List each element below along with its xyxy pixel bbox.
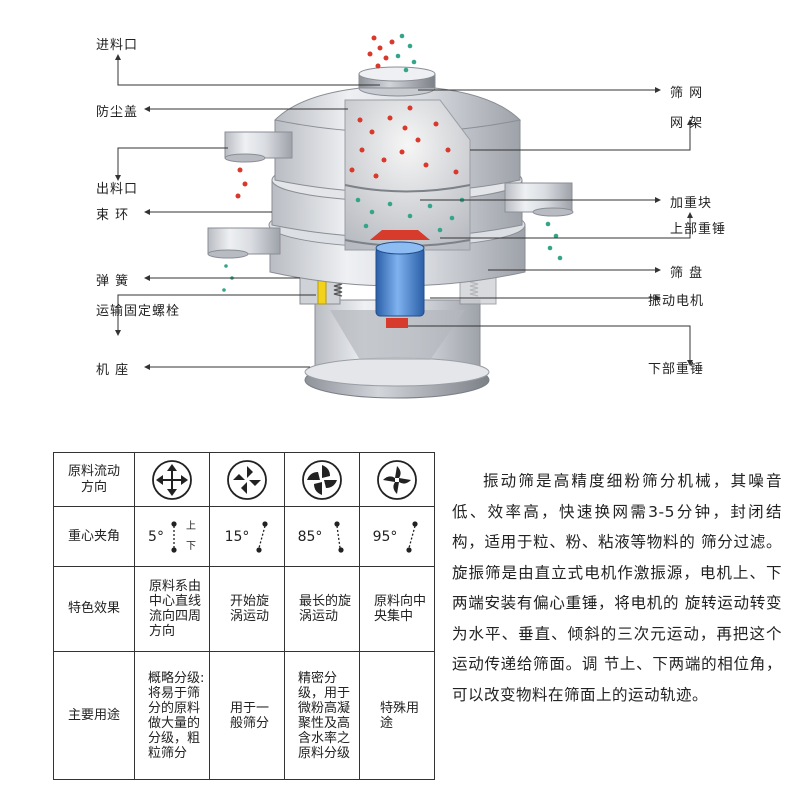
label-clamp-ring: 束 环: [96, 208, 130, 223]
row-header-effect: 特色效果: [53, 566, 135, 652]
table-row-effect: 特色效果 原料系由中心直线流向四周方向 开始旋涡运动 最长的旋涡运动 原料向中央…: [53, 566, 435, 652]
lower-outlet-spout: [207, 227, 281, 259]
upper-outlet-spout: [224, 131, 293, 163]
label-screen-mesh: 筛 网: [670, 86, 704, 101]
label-outlet: 出料口: [96, 182, 139, 197]
angle-cell-2: 15°: [209, 506, 285, 567]
flow-icon-cell-2: [209, 452, 285, 507]
flow-center-icon: [377, 459, 417, 500]
effect-cell-1: 原料系由中心直线流向四周方向: [134, 566, 210, 652]
usage-cell-4: 特殊用途: [359, 651, 435, 780]
angle-85-icon: [334, 520, 345, 553]
label-base: 机 座: [96, 363, 130, 378]
angle-cell-3: 85°: [284, 506, 360, 567]
effect-cell-2: 开始旋涡运动: [209, 566, 285, 652]
machine-base: [304, 299, 490, 399]
label-upper-hammer: 上部重锤: [670, 222, 727, 237]
vibration-motor-shape: [370, 230, 430, 328]
usage-cell-3: 精密分级，用于微粉高凝聚性及高含水率之原料分级: [284, 651, 360, 780]
flow-icon-cell-3: [284, 452, 360, 507]
label-dust-cover: 防尘盖: [96, 105, 139, 120]
label-lower-hammer: 下部重锤: [648, 362, 705, 377]
effect-cell-4: 原料向中央集中: [359, 566, 435, 652]
table-row-angle: 重心夹角 5° 上下 15° 85°: [53, 506, 435, 567]
angle-5-icon: [171, 520, 177, 553]
angle-cell-1: 5° 上下: [134, 506, 210, 567]
label-screen-tray: 筛 盘: [670, 266, 704, 281]
label-weight-block: 加重块: [670, 196, 713, 211]
usage-cell-2: 用于一般筛分: [209, 651, 285, 780]
flow-icon-cell-4: [359, 452, 435, 507]
label-mesh-frame: 网 架: [670, 116, 704, 131]
description-paragraph: 振动筛是高精度细粉筛分机械，其噪音低、效率高，快速换网需3-5分钟，封闭结构，适…: [452, 472, 782, 704]
angle-cell-4: 95°: [359, 506, 435, 567]
row-header-angle: 重心夹角: [53, 506, 135, 567]
flow-icon-cell-1: [134, 452, 210, 507]
label-inlet: 进料口: [96, 38, 139, 53]
vibrating-screen-illustration: [115, 33, 693, 399]
angle-15-icon: [256, 520, 269, 553]
flow-vortex-long-icon: [302, 459, 342, 500]
leader-lines: [117, 60, 691, 368]
row-header-usage: 主要用途: [53, 651, 135, 780]
flow-outward-icon: [152, 459, 192, 500]
feature-table: 原料流动方向 重心夹角: [53, 452, 435, 780]
label-spring: 弹 簧: [96, 274, 130, 289]
label-transport-bolt: 运输固定螺栓: [96, 304, 181, 319]
effect-cell-3: 最长的旋涡运动: [284, 566, 360, 652]
feed-particles: [222, 33, 563, 292]
table-row-flow: 原料流动方向: [53, 452, 435, 507]
row-header-flow: 原料流动方向: [53, 452, 135, 507]
usage-cell-1: 概略分级:将易于筛分的原料做大量的分级，粗粒筛分: [134, 651, 210, 780]
table-row-usage: 主要用途 概略分级:将易于筛分的原料做大量的分级，粗粒筛分 用于一般筛分 精密分…: [53, 651, 435, 780]
right-outlet-spout: [504, 182, 574, 217]
label-vibration-motor: 振动电机: [648, 294, 705, 309]
angle-95-icon: [406, 520, 419, 553]
flow-vortex-start-icon: [227, 459, 267, 500]
